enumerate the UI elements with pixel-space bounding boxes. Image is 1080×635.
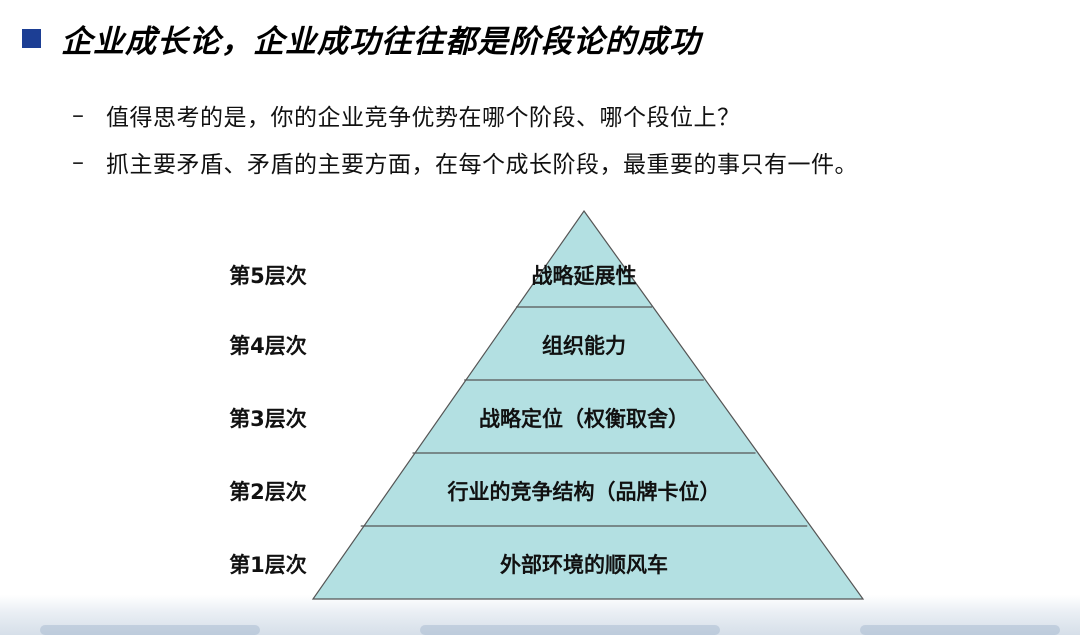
slide-title-row: 企业成长论，企业成功往往都是阶段论的成功 xyxy=(22,16,701,61)
tier-2-text: 行业的竞争结构（品牌卡位） xyxy=(447,480,721,504)
bullet-text: 值得思考的是，你的企业竞争优势在哪个阶段、哪个段位上？ xyxy=(106,105,741,131)
level-4-label: 第4层次 xyxy=(229,334,307,358)
tier-1-text: 外部环境的顺风车 xyxy=(500,553,668,577)
level-2-label: 第2层次 xyxy=(229,480,307,504)
tier-3-text: 战略定位（权衡取舍） xyxy=(479,407,689,431)
dash-bullet-icon: – xyxy=(72,101,84,129)
band-streak xyxy=(860,625,1060,635)
bullet-list: – 值得思考的是，你的企业竞争优势在哪个阶段、哪个段位上？ – 抓主要矛盾、矛盾… xyxy=(72,100,858,194)
bullet-text: 抓主要矛盾、矛盾的主要方面，在每个成长阶段，最重要的事只有一件。 xyxy=(106,152,858,178)
level-5-label: 第5层次 xyxy=(229,264,307,288)
level-1-label: 第1层次 xyxy=(229,553,307,577)
pyramid-dividers xyxy=(360,306,808,527)
band-streak xyxy=(40,625,260,635)
tier-5-text: 战略延展性 xyxy=(532,264,637,288)
dash-bullet-icon: – xyxy=(72,148,84,176)
level-3-label: 第3层次 xyxy=(229,407,307,431)
slide-title: 企业成长论，企业成功往往都是阶段论的成功 xyxy=(61,24,701,60)
square-bullet-icon xyxy=(22,29,41,48)
pyramid-shape xyxy=(311,209,865,600)
tier-4-text: 组织能力 xyxy=(542,334,626,358)
bullet-item: – 值得思考的是，你的企业竞争优势在哪个阶段、哪个段位上？ xyxy=(72,100,858,131)
band-streak xyxy=(420,625,720,635)
bottom-decorative-band xyxy=(0,595,1080,635)
bullet-item: – 抓主要矛盾、矛盾的主要方面，在每个成长阶段，最重要的事只有一件。 xyxy=(72,147,858,178)
